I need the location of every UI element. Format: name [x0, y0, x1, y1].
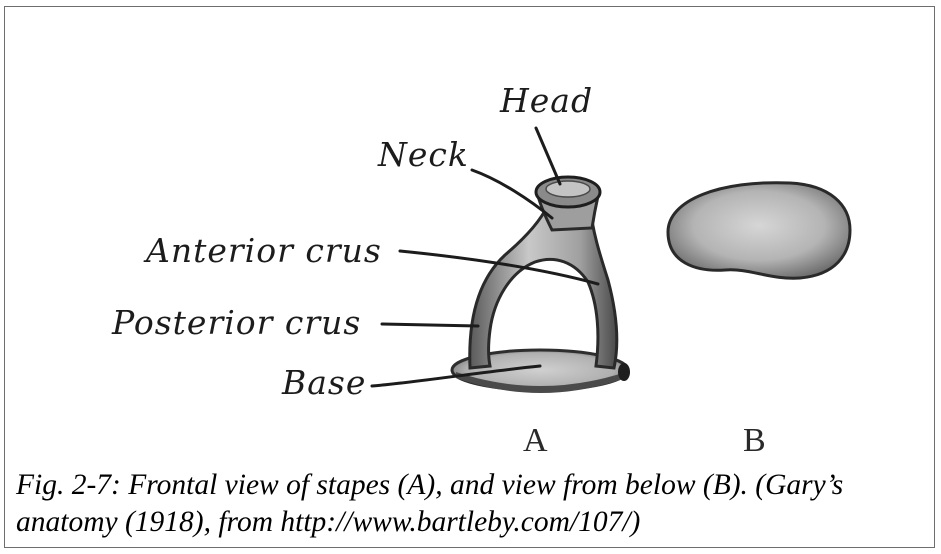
stapes-arch	[470, 205, 617, 368]
caption-line-2: anatomy (1918), from http://www.bartleby…	[16, 504, 921, 541]
head-label: Head	[499, 81, 593, 120]
head-leader-line	[536, 128, 560, 184]
panel-a-label: A	[523, 422, 548, 459]
caption-line-1: Fig. 2-7: Frontal view of stapes (A), an…	[16, 467, 921, 504]
figure-caption: Fig. 2-7: Frontal view of stapes (A), an…	[16, 467, 921, 541]
panel-b-label: B	[743, 422, 766, 459]
posterior-crus-label: Posterior crus	[111, 303, 361, 342]
posterior-crus-leader-line	[382, 324, 478, 326]
neck-label: Neck	[377, 135, 469, 174]
base-label: Base	[281, 363, 366, 402]
footplate-view-b	[668, 183, 850, 279]
anterior-crus-label: Anterior crus	[143, 231, 382, 270]
